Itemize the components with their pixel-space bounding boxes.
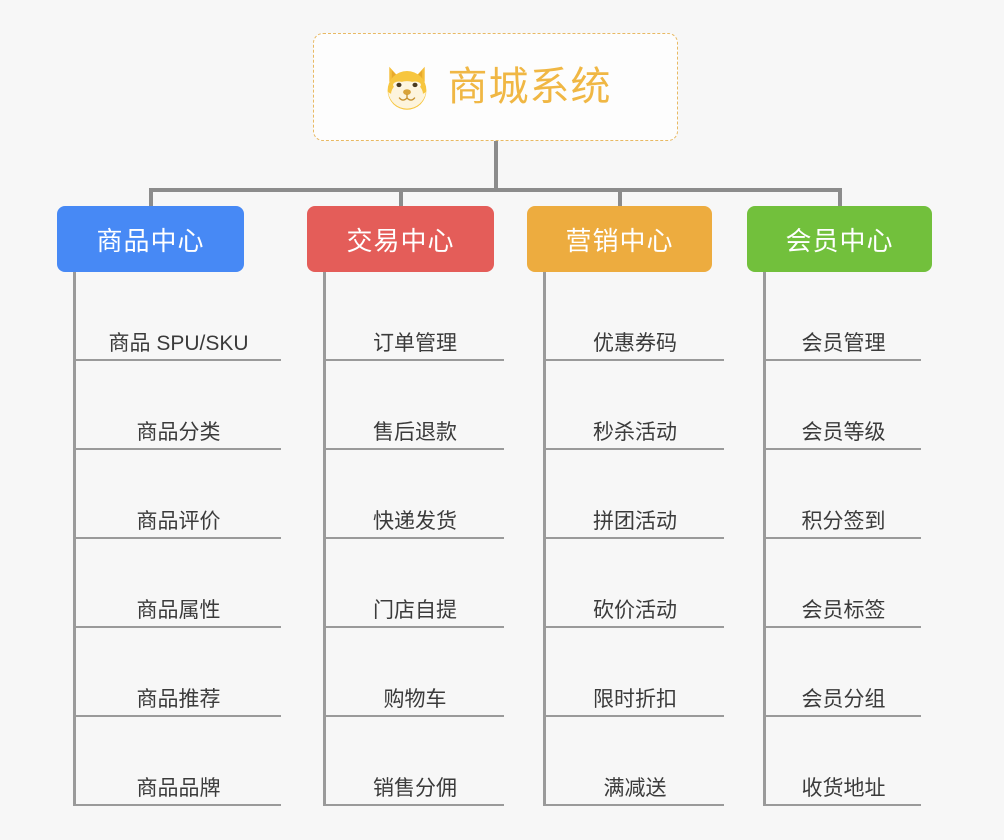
leaf-item[interactable]: 满减送 xyxy=(546,717,724,806)
branch-column-3: 优惠券码秒杀活动拼团活动砍价活动限时折扣满减送 xyxy=(543,272,724,806)
category-label: 营销中心 xyxy=(565,225,674,256)
branch-column-2: 订单管理售后退款快递发货门店自提购物车销售分佣 xyxy=(323,272,504,806)
leaf-item-label: 秒杀活动 xyxy=(593,420,677,444)
leaf-item-label: 商品推荐 xyxy=(136,687,221,711)
leaf-item[interactable]: 销售分佣 xyxy=(326,717,504,806)
category-box-1[interactable]: 商品中心 xyxy=(57,206,244,272)
leaf-item-label: 优惠券码 xyxy=(593,331,677,355)
branch-column-1: 商品 SPU/SKU 商品分类商品评价商品属性商品推荐商品品牌 xyxy=(73,272,281,806)
leaf-item-label: 购物车 xyxy=(383,687,447,711)
leaf-item[interactable]: 购物车 xyxy=(326,628,504,717)
root-title: 商城系统 xyxy=(447,65,612,109)
leaf-item[interactable]: 积分签到 xyxy=(766,450,921,539)
category-label: 交易中心 xyxy=(346,225,455,256)
branch-spine xyxy=(543,272,546,806)
leaf-item[interactable]: 会员分组 xyxy=(766,628,921,717)
leaf-item[interactable]: 快递发货 xyxy=(326,450,504,539)
category-label: 商品中心 xyxy=(96,225,205,256)
leaf-item-label: 订单管理 xyxy=(373,331,457,355)
category-label: 会员中心 xyxy=(785,225,894,256)
branch-drop-connector xyxy=(618,188,622,210)
leaf-item[interactable]: 订单管理 xyxy=(326,272,504,361)
leaf-item[interactable]: 售后退款 xyxy=(326,361,504,450)
leaf-item[interactable]: 会员等级 xyxy=(766,361,921,450)
category-box-2[interactable]: 交易中心 xyxy=(307,206,494,272)
leaf-item-label: 会员标签 xyxy=(801,598,886,622)
leaf-item-label: 商品评价 xyxy=(136,509,221,533)
leaf-item[interactable]: 优惠券码 xyxy=(546,272,724,361)
leaf-item-label: 限时折扣 xyxy=(593,687,677,711)
root-node[interactable]: 商城系统 xyxy=(313,33,678,141)
leaf-item[interactable]: 商品属性 xyxy=(76,539,281,628)
leaf-item[interactable]: 限时折扣 xyxy=(546,628,724,717)
leaf-item[interactable]: 商品分类 xyxy=(76,361,281,450)
leaf-item[interactable]: 会员标签 xyxy=(766,539,921,628)
leaf-item-label: 砍价活动 xyxy=(593,598,677,622)
leaf-item-label: 售后退款 xyxy=(373,420,457,444)
leaf-item-label: 销售分佣 xyxy=(373,776,457,800)
leaf-item-label: 会员管理 xyxy=(801,331,886,355)
leaf-item-label: 会员等级 xyxy=(801,420,886,444)
leaf-item[interactable]: 商品推荐 xyxy=(76,628,281,717)
leaf-item[interactable]: 商品品牌 xyxy=(76,717,281,806)
leaf-item-label: 商品品牌 xyxy=(136,776,221,800)
leaf-item[interactable]: 砍价活动 xyxy=(546,539,724,628)
leaf-item-label: 快递发货 xyxy=(373,509,457,533)
leaf-item[interactable]: 会员管理 xyxy=(766,272,921,361)
branch-spine xyxy=(73,272,76,806)
category-box-3[interactable]: 营销中心 xyxy=(527,206,712,272)
leaf-item[interactable]: 收货地址 xyxy=(766,717,921,806)
branch-drop-connector xyxy=(399,188,403,210)
leaf-item-label: 收货地址 xyxy=(801,776,886,800)
leaf-item[interactable]: 商品评价 xyxy=(76,450,281,539)
leaf-item[interactable]: 商品 SPU/SKU xyxy=(76,272,281,361)
leaf-item[interactable]: 门店自提 xyxy=(326,539,504,628)
branch-drop-connector xyxy=(149,188,153,210)
leaf-item[interactable]: 秒杀活动 xyxy=(546,361,724,450)
branch-spine xyxy=(323,272,326,806)
branch-column-4: 会员管理会员等级积分签到会员标签会员分组收货地址 xyxy=(763,272,921,806)
leaf-item-label: 积分签到 xyxy=(801,509,886,533)
leaf-item-label: 满减送 xyxy=(603,776,667,800)
root-stem-connector xyxy=(494,141,498,191)
category-box-4[interactable]: 会员中心 xyxy=(747,206,932,272)
leaf-item-label: 商品分类 xyxy=(136,420,221,444)
leaf-item-label: 商品属性 xyxy=(136,598,221,622)
branch-spine xyxy=(763,272,766,806)
leaf-item-label: 门店自提 xyxy=(373,598,457,622)
leaf-item[interactable]: 拼团活动 xyxy=(546,450,724,539)
shiba-dog-icon xyxy=(387,66,426,110)
horizontal-bus-connector xyxy=(150,188,840,192)
leaf-item-label: 会员分组 xyxy=(801,687,886,711)
leaf-item-label: 商品 SPU/SKU xyxy=(108,331,249,355)
leaf-item-label: 拼团活动 xyxy=(593,509,677,533)
branch-drop-connector xyxy=(838,188,842,210)
